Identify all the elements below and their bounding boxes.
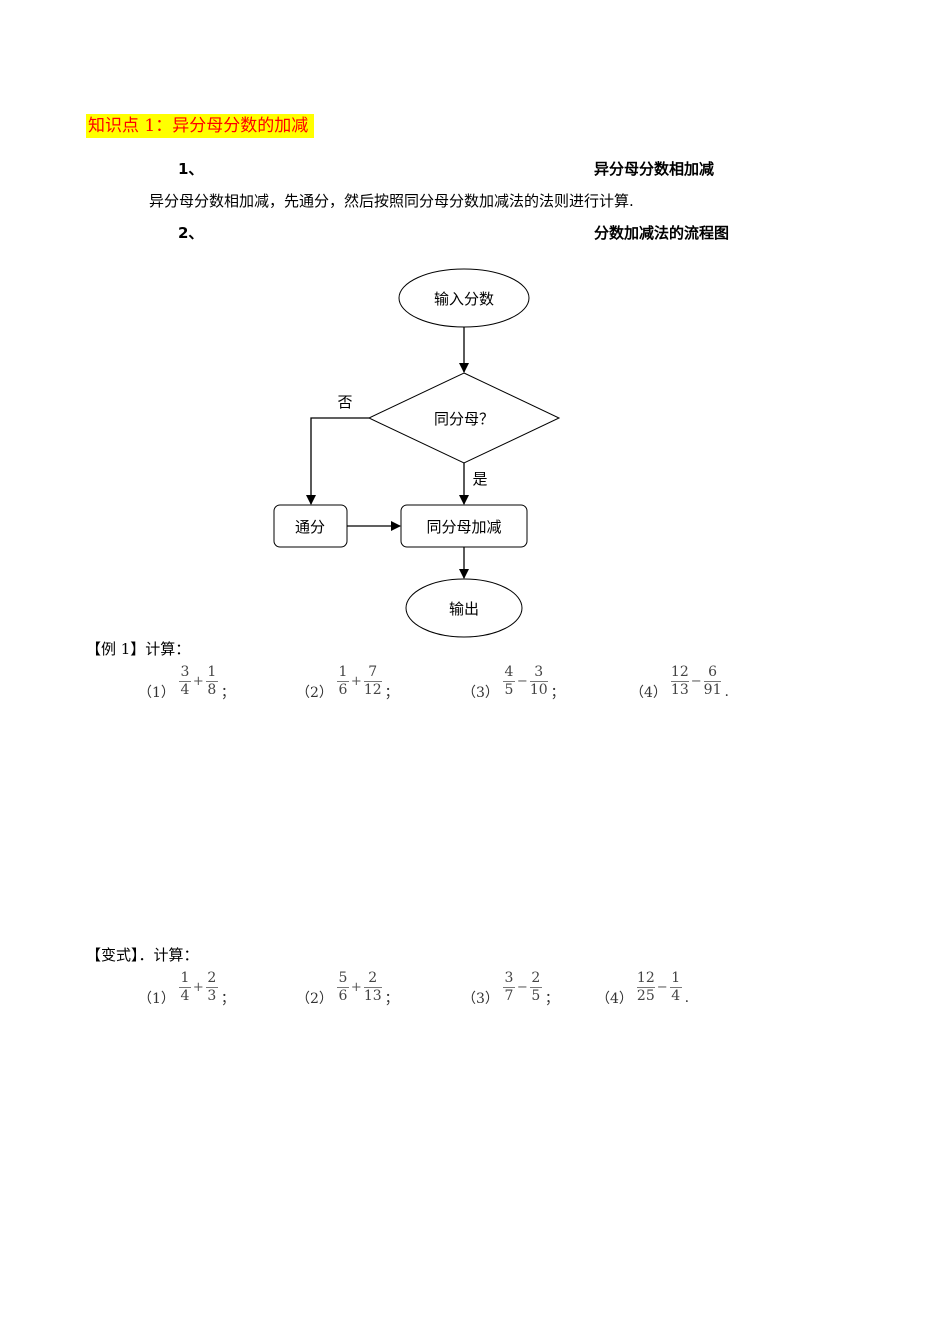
flowchart: 输入分数 同分母？ 否 是 通分 同分母加减 输出 [273,268,561,638]
rule-text: 异分母分数相加减，先通分，然后按照同分母分数加减法的法则进行计算. [149,192,634,210]
same-denominator-label: 同分母加减 [426,518,501,536]
section-2-number: 2、 [178,224,204,242]
section-2-title: 分数加减法的流程图 [594,224,730,242]
section-heading: 知识点 1：异分母分数的加减 [86,114,315,138]
section-1-number: 1、 [178,160,204,178]
common-denominator-label: 通分 [295,518,325,536]
no-label: 否 [337,393,352,411]
yes-label: 是 [472,470,487,488]
decision-label: 同分母？ [434,410,494,428]
section-1-title: 异分母分数相加减 [594,160,715,178]
end-node [405,578,523,638]
variant-label: 【变式】．计算： [86,946,199,964]
example-1-label: 【例 1】计算： [86,640,191,658]
end-label: 输出 [449,600,479,618]
start-label: 输入分数 [434,290,494,308]
